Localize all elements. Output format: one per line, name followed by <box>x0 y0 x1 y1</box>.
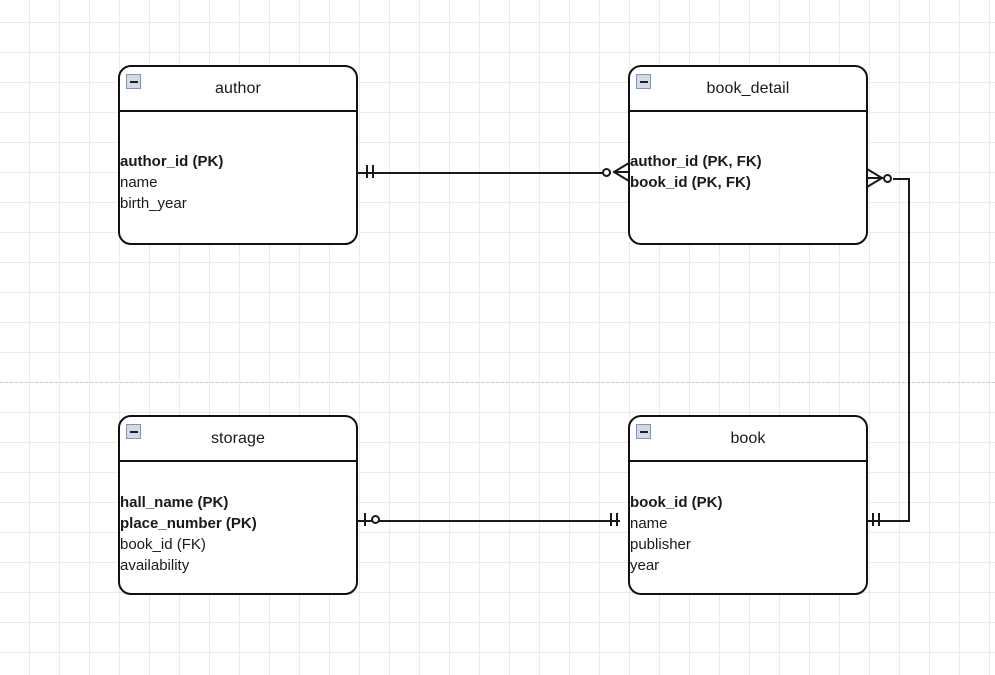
entity-author-header: author <box>120 67 356 112</box>
minus-icon[interactable] <box>636 74 651 89</box>
relationship-line-book_detail-book-bottom[interactable] <box>868 520 910 522</box>
entity-book_detail[interactable]: book_detail author_id (PK, FK) book_id (… <box>628 65 868 245</box>
entity-storage-title: storage <box>210 429 266 447</box>
minus-icon[interactable] <box>126 424 141 439</box>
entity-author-title: author <box>215 79 261 97</box>
attribute-row: place_number (PK) <box>120 515 257 532</box>
relationship-line-author-book_detail[interactable] <box>358 172 611 174</box>
entity-book[interactable]: book book_id (PK) name publisher year <box>628 415 868 595</box>
attribute-row: name <box>120 174 158 191</box>
attribute-row: birth_year <box>120 195 187 212</box>
cardinality-book-left-one-and-only-one <box>610 513 624 527</box>
entity-book-header: book <box>630 417 866 462</box>
attribute-row: author_id (PK, FK) <box>630 153 762 170</box>
entity-storage[interactable]: storage hall_name (PK) place_number (PK)… <box>118 415 358 595</box>
entity-book-title: book <box>730 429 766 447</box>
attribute-row: hall_name (PK) <box>120 494 229 511</box>
attribute-row: author_id (PK) <box>120 153 224 170</box>
cardinality-storage-zero-or-one <box>364 513 386 527</box>
relationship-line-book_detail-book-top[interactable] <box>893 178 910 180</box>
attribute-row: year <box>630 557 660 574</box>
crows-foot-icon <box>613 162 630 182</box>
relationship-line-book_detail-book-vertical[interactable] <box>908 178 910 522</box>
cardinality-book-right-one-and-only-one <box>872 513 886 527</box>
alignment-guide-horizontal <box>0 382 995 383</box>
entity-author[interactable]: author author_id (PK) name birth_year <box>118 65 358 245</box>
cardinality-book_detail-right-zero-or-many <box>866 166 896 190</box>
crows-foot-icon <box>866 168 883 188</box>
minus-icon[interactable] <box>636 424 651 439</box>
minus-icon[interactable] <box>126 74 141 89</box>
cardinality-book_detail-zero-or-many <box>602 160 630 184</box>
entity-book_detail-title: book_detail <box>706 79 790 97</box>
attribute-row: availability <box>120 557 190 574</box>
attribute-row: book_id (FK) <box>120 536 206 553</box>
entity-book_detail-header: book_detail <box>630 67 866 112</box>
attribute-row: name <box>630 515 668 532</box>
attribute-row: book_id (PK) <box>630 494 723 511</box>
relationship-line-storage-book[interactable] <box>358 520 620 522</box>
entity-storage-header: storage <box>120 417 356 462</box>
cardinality-author-one-and-only-one <box>366 165 380 179</box>
attribute-row: book_id (PK, FK) <box>630 174 751 191</box>
attribute-row: publisher <box>630 536 691 553</box>
